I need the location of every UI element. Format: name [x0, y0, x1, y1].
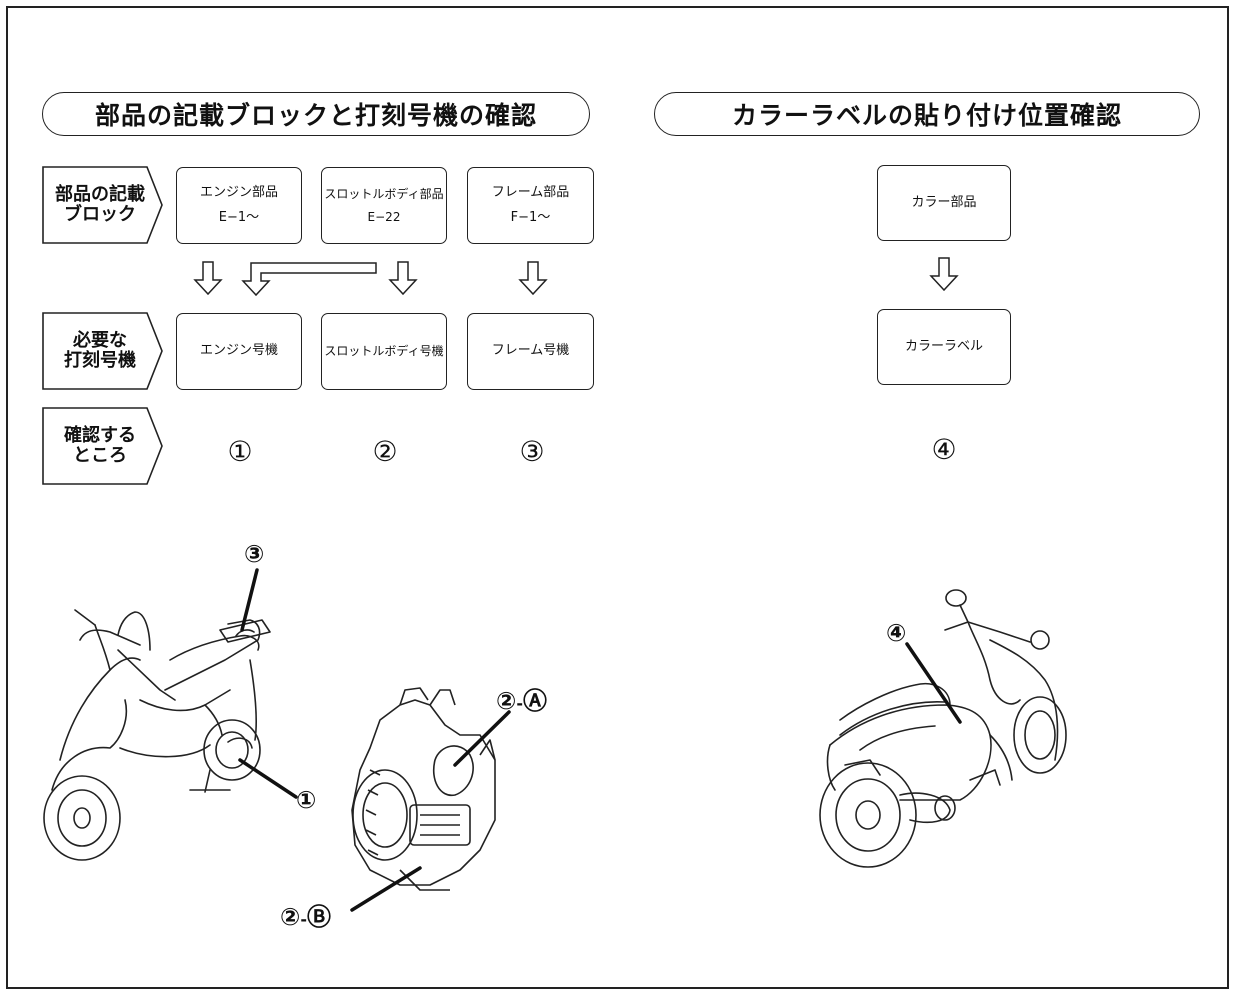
title-left: 部品の記載ブロックと打刻号機の確認 [42, 92, 590, 136]
scooter-illustration-right [819, 589, 1067, 868]
leader-line-4 [905, 642, 962, 724]
row-label-checks: 確認するところ [64, 425, 136, 466]
row-header-shape-1 [42, 166, 163, 244]
row-header-shape-3 [42, 407, 163, 485]
check-number-1: ① [227, 435, 253, 468]
block-box-throttle: スロットルボディ部品 E−22 [321, 167, 447, 244]
flow-arrow-bent [241, 262, 377, 297]
callout-2b: ②-Ⓑ [280, 903, 331, 931]
row-label-stamps: 必要な打刻号機 [64, 330, 136, 371]
check-number-3: ③ [519, 435, 545, 468]
block-code: F−1〜 [510, 209, 551, 225]
block-name: フレーム部品 [491, 184, 570, 200]
leader-lines [238, 568, 962, 912]
color-part-box: カラー部品 [877, 165, 1011, 241]
callout-1: ① [296, 786, 317, 814]
callout-3: ③ [244, 540, 265, 568]
row-header-shape-2 [42, 312, 163, 390]
leader-line-3 [240, 568, 259, 632]
block-code: E−1〜 [218, 209, 260, 225]
page-frame [6, 6, 1229, 989]
leader-line-2a [453, 710, 511, 767]
stamp-box-throttle: スロットルボディ号機 [321, 313, 447, 390]
block-box-frame: フレーム部品 F−1〜 [467, 167, 594, 244]
row-label-blocks: 部品の記載ブロック [55, 184, 145, 225]
leader-line-2b [350, 866, 422, 912]
stamp-box-frame: フレーム号機 [467, 313, 594, 390]
title-right: カラーラベルの貼り付け位置確認 [654, 92, 1200, 136]
block-code: E−22 [367, 209, 401, 224]
color-label-box: カラーラベル [877, 309, 1011, 385]
flow-arrow-2 [388, 261, 418, 296]
stamp-box-engine: エンジン号機 [176, 313, 302, 390]
block-name: エンジン部品 [199, 184, 278, 200]
scooter-illustration-left [43, 609, 271, 861]
block-box-engine: エンジン部品 E−1〜 [176, 167, 302, 244]
throttle-body-illustration [351, 687, 496, 891]
leader-line-1 [238, 758, 298, 799]
check-number-2: ② [372, 435, 398, 468]
flow-arrow-color [929, 257, 959, 292]
check-number-4: ④ [931, 433, 957, 466]
flow-arrow-3 [518, 261, 548, 296]
callout-2a: ②-Ⓐ [496, 687, 547, 715]
flow-arrow-1 [193, 261, 223, 296]
block-name: スロットルボディ部品 [324, 186, 444, 201]
callout-4: ④ [886, 619, 907, 647]
